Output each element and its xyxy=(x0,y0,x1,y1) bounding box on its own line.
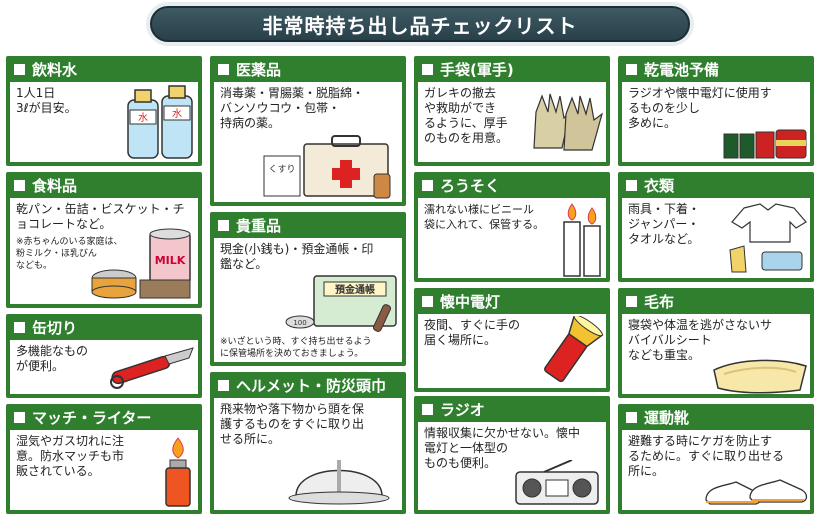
bullet-square-icon xyxy=(422,63,433,75)
card-note: ※赤ちゃんのいる家庭は、 粉ミルク・ほ乳びん なども。 xyxy=(16,237,123,271)
bullet-square-icon xyxy=(626,179,637,191)
helmet-icon xyxy=(288,460,390,505)
bullet-square-icon xyxy=(626,411,637,423)
card-food: 食料品 乾パン・缶詰・ビスケット・チ ョコレートなど。 ※赤ちゃんのいる家庭は、… xyxy=(6,172,202,308)
card-heading: 乾電池予備 xyxy=(644,60,720,79)
sneakers-icon xyxy=(705,479,808,505)
bullet-square-icon xyxy=(14,63,25,75)
candles-icon xyxy=(563,203,601,277)
card-text: 避難する時にケガを防止す るために。すぐに取り出せる 所に。 xyxy=(628,434,785,478)
card-text: 夜間、すぐに手の 届く場所に。 xyxy=(424,318,521,347)
card-heading: ろうそく xyxy=(440,176,501,195)
card-drinking-water: 飲料水 1人1日 3ℓが目安。 水 水 xyxy=(6,56,202,166)
bottle-label: 水 xyxy=(172,108,182,120)
card-can-opener: 缶切り 多機能なもの が便利。 xyxy=(6,314,202,398)
card-helmet: ヘルメット・防災頭巾 飛来物や落下物から頭を保 護するものをすぐに取り出 せる所… xyxy=(210,372,406,514)
card-text: 寝袋や体温を逃がさないサ バイバルシート なども重宝。 xyxy=(628,318,773,362)
bullet-square-icon xyxy=(626,63,637,75)
card-candles: ろうそく 濡れない様にビニール 袋に入れて、保管する。 xyxy=(414,172,610,282)
bullet-square-icon xyxy=(218,379,229,391)
card-text: ガレキの撤去 や救助ができ るように、厚手 のものを用意。 xyxy=(424,86,509,145)
card-text: 乾パン・缶詰・ビスケット・チ ョコレートなど。 xyxy=(16,202,185,231)
card-heading: 缶切り xyxy=(32,318,78,337)
lighter-icon xyxy=(165,437,191,507)
bullet-square-icon xyxy=(218,63,229,75)
card-heading: ヘルメット・防災頭巾 xyxy=(236,376,387,395)
card-text: 濡れない様にビニール 袋に入れて、保管する。 xyxy=(424,203,545,231)
card-heading: マッチ・ライター xyxy=(32,408,152,427)
bullet-square-icon xyxy=(218,219,229,231)
card-heading: 貴重品 xyxy=(236,216,282,235)
card-shoes: 運動靴 避難する時にケガを防止す るために。すぐに取り出せる 所に。 xyxy=(618,404,814,514)
card-matches-lighter: マッチ・ライター 湿気やガス切れに注 意。防水マッチも市 販されている。 xyxy=(6,404,202,514)
card-heading: 懐中電灯 xyxy=(440,292,501,311)
bullet-square-icon xyxy=(626,295,637,307)
clothing-icon xyxy=(729,203,807,273)
bullet-square-icon xyxy=(422,179,433,191)
radio-icon xyxy=(515,460,599,505)
can-opener-icon xyxy=(110,347,194,389)
card-text: ラジオや懐中電灯に使用す るものを少し 多めに。 xyxy=(628,86,772,130)
card-heading: 食料品 xyxy=(32,176,78,195)
bankbook-label: 預金通帳 xyxy=(335,283,375,296)
card-text: 湿気やガス切れに注 意。防水マッチも市 販されている。 xyxy=(16,434,125,478)
card-valuables: 貴重品 現金(小銭も)・預金通帳・印 鑑など。 預金通帳 100 ※いざという時… xyxy=(210,212,406,366)
bullet-square-icon xyxy=(14,321,25,333)
bottle-label: 水 xyxy=(138,112,148,124)
card-note: ※いざという時、すぐ持ち出せるよう に保管場所を決めておきましょう。 xyxy=(220,337,372,359)
batteries-icon xyxy=(723,129,807,159)
bullet-square-icon xyxy=(422,295,433,307)
flashlight-icon xyxy=(544,316,604,383)
card-text: 雨具・下着・ ジャンパー・ タオルなど。 xyxy=(628,202,701,246)
card-text: 飛来物や落下物から頭を保 護するものをすぐに取り出 せる所に。 xyxy=(220,402,365,446)
card-gloves: 手袋(軍手) ガレキの撤去 や救助ができ るように、厚手 のものを用意。 xyxy=(414,56,610,166)
card-radio: ラジオ 情報収集に欠かせない。懐中 電灯と一体型の ものも便利。 xyxy=(414,396,610,514)
card-blanket: 毛布 寝袋や体温を逃がさないサ バイバルシート なども重宝。 xyxy=(618,288,814,398)
card-text: 多機能なもの が便利。 xyxy=(16,344,89,373)
first-aid-kit-icon: くすり xyxy=(263,135,391,199)
bullet-square-icon xyxy=(14,179,25,191)
card-heading: 衣類 xyxy=(644,176,675,195)
card-heading: 飲料水 xyxy=(32,60,78,79)
blanket-icon xyxy=(713,359,807,394)
card-text: 消毒薬・胃腸薬・脱脂綿・ バンソウコウ・包帯・ 持病の薬。 xyxy=(220,86,365,130)
card-heading: 医薬品 xyxy=(236,60,282,79)
page-title: 非常時持ち出し品チェックリスト xyxy=(262,13,578,38)
milk-can-label: MILK xyxy=(155,254,186,267)
card-medicine: 医薬品 消毒薬・胃腸薬・脱脂綿・ バンソウコウ・包帯・ 持病の薬。 くすり xyxy=(210,56,406,206)
card-text: 1人1日 3ℓが目安。 xyxy=(16,86,77,115)
bullet-square-icon xyxy=(14,411,25,423)
checklist-title-banner: 非常時持ち出し品チェックリスト xyxy=(150,6,690,42)
bullet-square-icon xyxy=(422,403,433,415)
coin-label: 100 xyxy=(293,319,306,327)
card-flashlight: 懐中電灯 夜間、すぐに手の 届く場所に。 xyxy=(414,288,610,392)
work-gloves-icon xyxy=(533,93,604,151)
card-heading: 手袋(軍手) xyxy=(440,60,514,79)
card-heading: ラジオ xyxy=(440,400,485,419)
bankbook-icon: 預金通帳 100 xyxy=(285,275,397,332)
card-heading: 毛布 xyxy=(644,292,675,311)
food-cans-icon: MILK xyxy=(91,228,191,299)
card-batteries: 乾電池予備 ラジオや懐中電灯に使用す るものを少し 多めに。 xyxy=(618,56,814,166)
card-heading: 運動靴 xyxy=(644,408,690,427)
water-bottles-icon: 水 水 xyxy=(127,85,193,159)
card-text: 情報収集に欠かせない。懐中 電灯と一体型の ものも便利。 xyxy=(424,426,581,470)
card-text: 現金(小銭も)・預金通帳・印 鑑など。 xyxy=(220,242,374,271)
card-clothing: 衣類 雨具・下着・ ジャンパー・ タオルなど。 xyxy=(618,172,814,282)
medicine-box-label: くすり xyxy=(268,164,295,175)
